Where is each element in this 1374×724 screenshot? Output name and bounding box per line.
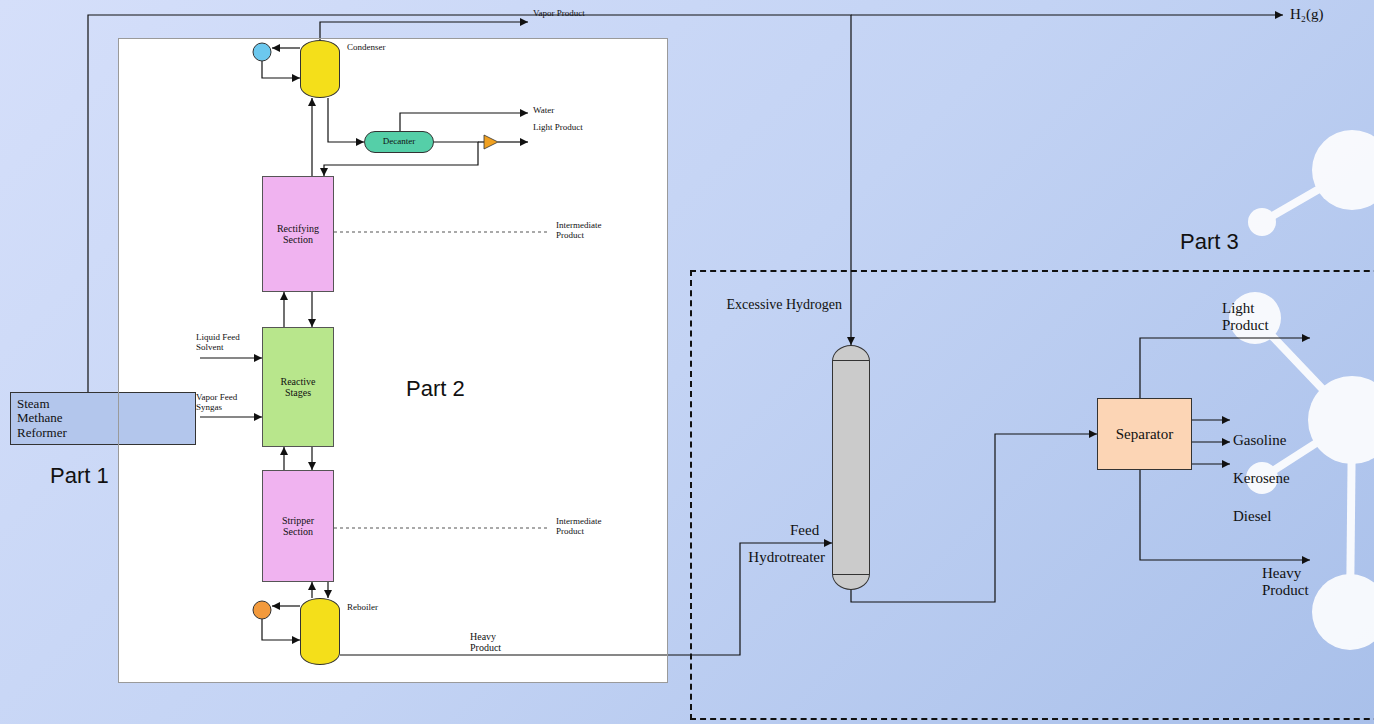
stream-label: Heavy Product: [470, 631, 522, 653]
stream-label: Water: [533, 106, 554, 116]
stream-label: Intermediate Product: [556, 517, 618, 537]
stream-label: Feed: [790, 522, 819, 539]
heater-line: [272, 605, 300, 606]
light-product-line: [498, 141, 528, 142]
molecule-atom: [1248, 208, 1276, 236]
flow-connector: [311, 292, 312, 327]
node-label: Part 3: [1180, 230, 1239, 254]
stream-label: Vapor Feed Syngas: [196, 393, 252, 413]
process-box: Steam Methane Reformer: [10, 392, 196, 445]
flow-connector: [311, 98, 312, 176]
flow-connector: [328, 98, 364, 142]
output-line: [1140, 338, 1310, 398]
process-box: Separator: [1097, 398, 1192, 470]
output-line: [1192, 419, 1230, 420]
stream-label: Light Product: [1222, 300, 1284, 333]
stream-label: Vapor Product: [533, 9, 585, 19]
flow-connector: [311, 447, 312, 470]
column-section: Stripper Section: [262, 470, 334, 582]
section-panel: Part 2 CondenserDecanterRectifying Sectio…: [118, 38, 668, 683]
flow-connector: [327, 582, 328, 598]
flow-connector: [88, 15, 851, 392]
molecule-atom: [1308, 376, 1374, 464]
flow-connector: [283, 292, 284, 327]
flow-connector: [283, 447, 284, 470]
node-label: Hydrotreater: [741, 549, 825, 566]
part-label: Part 1: [50, 464, 109, 488]
stream-label: Excessive Hydrogen: [702, 297, 842, 312]
stream-label: Light Product: [533, 123, 585, 133]
output-line: [1140, 470, 1310, 560]
stream-label: Intermediate Product: [556, 221, 618, 241]
drum-vessel: Reboiler: [300, 598, 340, 665]
node-label: Rectifying Section: [267, 223, 329, 245]
molecule-atom: [1312, 130, 1374, 210]
flow-connector: [340, 543, 832, 655]
output-line: [1192, 463, 1230, 464]
node-label: Stripper Section: [267, 515, 329, 537]
cooler-symbol: [253, 43, 271, 61]
heater-line: [262, 619, 300, 640]
node-label: Reboiler: [347, 603, 378, 613]
stream-label: Heavy Product: [1262, 565, 1324, 598]
decanter-vessel: Decanter: [364, 131, 434, 153]
node-label: Separator: [1116, 426, 1173, 443]
pump-symbol: [484, 135, 498, 149]
stream-label: Liquid Feed Solvent: [196, 333, 252, 353]
cooler-line: [262, 61, 300, 78]
water-line: [400, 113, 528, 131]
node-label: Decanter: [383, 137, 415, 147]
stream-label: Gasoline: [1233, 432, 1286, 449]
reactor-vessel: Hydrotreater: [832, 345, 870, 590]
drum-vessel: Condenser: [300, 40, 340, 98]
cooler-line: [272, 47, 300, 48]
stream-label: H₂(g): [1290, 6, 1324, 23]
node-label: Steam Methane Reformer: [17, 397, 91, 440]
flow-connector: [311, 582, 312, 598]
column-section: Reactive Stages: [262, 327, 334, 447]
molecule-atom: [1312, 574, 1374, 650]
intermediate-line: [334, 527, 548, 528]
panel-ground: [118, 38, 668, 683]
hydrogen-product-line: [851, 14, 1283, 15]
flow-connector: [851, 434, 1097, 602]
intermediate-line: [334, 231, 548, 232]
stream-label: Diesel: [1233, 508, 1271, 525]
pump-inlet: [478, 141, 484, 142]
output-line: [1192, 441, 1230, 442]
stream-label: Kerosene: [1233, 470, 1290, 487]
section-region: Part 3HydrotreaterSeparator: [690, 270, 1374, 720]
column-section: Rectifying Section: [262, 176, 334, 292]
node-label: Condenser: [347, 43, 386, 53]
heater-symbol: [253, 601, 271, 619]
node-label: Reactive Stages: [267, 376, 329, 398]
node-label: Part 2: [406, 377, 465, 401]
feed-line: [200, 416, 262, 417]
feed-line: [200, 357, 262, 358]
